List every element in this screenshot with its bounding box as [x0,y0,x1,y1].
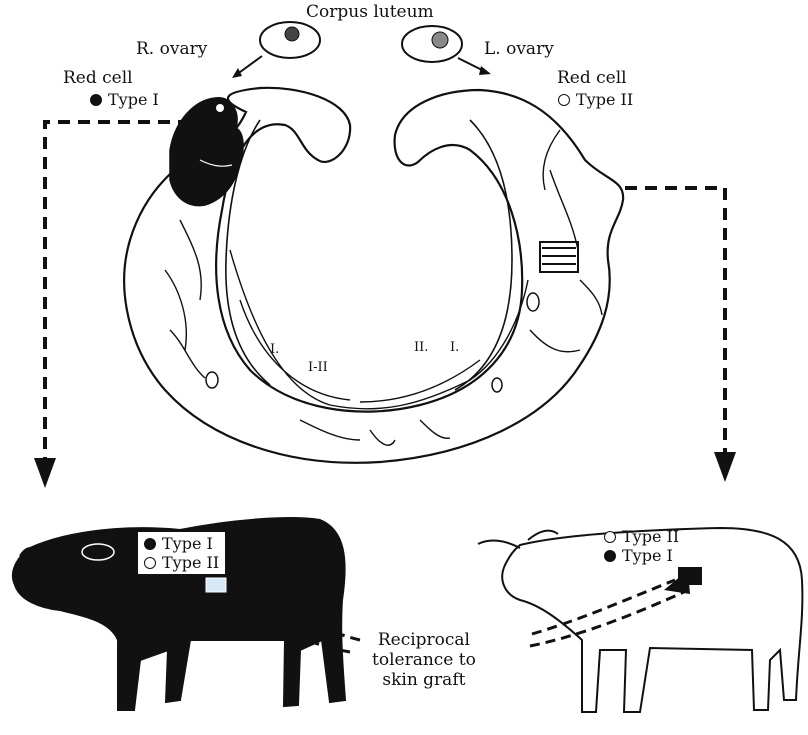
tolerance-line-2: tolerance to [372,650,476,670]
red-cell-right-label: Red cell [557,68,627,88]
r-ovary-label: R. ovary [136,39,207,59]
right-dashed-arrowhead [714,452,736,482]
corpus-luteum-label: Corpus luteum [306,2,434,22]
vessel-label-1-right: I. [450,340,459,355]
vessel-label-1-2: I-II [308,360,328,375]
right-cow-legend-line2: Type I [622,546,673,565]
left-cow-legend: Type I Type II [138,532,225,574]
filled-dot-icon [604,550,616,562]
right-cow-legend-line1: Type II [622,527,679,546]
left-fetus [170,98,243,206]
left-dashed-arrow [45,122,190,458]
open-dot-icon [144,557,156,569]
tolerance-line-3: skin graft [372,670,476,690]
vessel-label-2: II. [414,340,428,355]
right-ovary [260,22,320,58]
right-fetal-membrane-patch [540,242,602,315]
tolerance-line-1: Reciprocal [372,630,476,650]
filled-dot-icon [144,538,156,550]
l-ovary-arrowhead [479,66,491,75]
cotyledons [206,293,539,392]
left-dashed-arrowhead [34,458,56,488]
left-cow-legend-line2: Type II [162,553,219,572]
type-1-left-text: Type I [108,90,159,109]
filled-dot-icon [90,94,102,106]
r-ovary-arrowhead [232,68,242,78]
type-2-right-text: Type II [576,90,633,109]
type-2-right-legend: Type II [558,90,633,109]
left-cow-graft [206,578,226,592]
type-1-left-legend: Type I [90,90,159,109]
open-dot-icon [558,94,570,106]
l-ovary-label: L. ovary [484,39,554,59]
right-cow-legend: Type II Type I [604,527,679,565]
red-cell-left-label: Red cell [63,68,133,88]
vessel-label-1-left: I. [270,342,279,357]
left-cow-legend-line1: Type I [162,534,213,553]
left-ovary [402,26,462,62]
right-dashed-arrow [625,188,725,452]
tolerance-caption: Reciprocal tolerance to skin graft [372,630,476,690]
open-dot-icon [604,531,616,543]
